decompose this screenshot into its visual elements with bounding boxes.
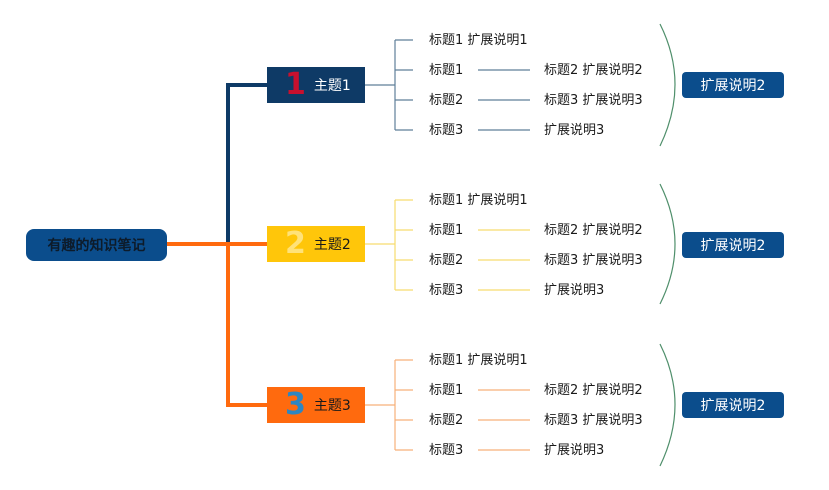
- leaf-t3-r2a[interactable]: 标题1: [429, 383, 464, 398]
- leaf-t3-r4a[interactable]: 标题3: [429, 443, 464, 458]
- branches-topic3: [364, 359, 530, 451]
- bracket-topic2: [659, 183, 676, 305]
- leaf-t3-r2b[interactable]: 标题2 扩展说明2: [544, 383, 643, 398]
- bracket-topic1: [659, 23, 676, 147]
- connector-root-topic3: [226, 244, 267, 407]
- topic-node-2[interactable]: 2 主题2: [267, 226, 365, 262]
- connector-root-topic1: [226, 83, 267, 244]
- leaf-t1-r2a[interactable]: 标题1: [429, 63, 464, 78]
- topic-number-2: 2: [285, 226, 306, 261]
- leaf-t1-r3b[interactable]: 标题3 扩展说明3: [544, 93, 643, 108]
- bracket-topic3: [659, 343, 676, 467]
- leaf-t3-r3a[interactable]: 标题2: [429, 413, 464, 428]
- leaf-t1-r4a[interactable]: 标题3: [429, 123, 464, 138]
- leaf-t2-r3b[interactable]: 标题3 扩展说明3: [544, 253, 643, 268]
- root-node[interactable]: 有趣的知识笔记: [26, 229, 167, 261]
- extension-node-1[interactable]: 扩展说明2: [682, 72, 784, 98]
- topic-label-3: 主题3: [313, 398, 351, 414]
- branches-topic1: [364, 39, 530, 131]
- leaf-t1-r4b[interactable]: 扩展说明3: [544, 123, 605, 138]
- leaf-t3-r1[interactable]: 标题1 扩展说明1: [429, 353, 528, 368]
- leaf-t2-r4b[interactable]: 扩展说明3: [544, 283, 605, 298]
- topic-node-3[interactable]: 3 主题3: [267, 387, 365, 423]
- leaf-t3-r4b[interactable]: 扩展说明3: [544, 443, 605, 458]
- leaf-t2-r2b[interactable]: 标题2 扩展说明2: [544, 223, 643, 238]
- topic-node-1[interactable]: 1 主题1: [267, 67, 365, 103]
- extension-node-3[interactable]: 扩展说明2: [682, 392, 784, 418]
- extension-label-3: 扩展说明2: [700, 398, 766, 414]
- leaf-t2-r1[interactable]: 标题1 扩展说明1: [429, 193, 528, 208]
- branches-topic2: [364, 199, 530, 291]
- leaf-t2-r4a[interactable]: 标题3: [429, 283, 464, 298]
- leaf-t1-r1[interactable]: 标题1 扩展说明1: [429, 33, 528, 48]
- topic-label-1: 主题1: [313, 78, 351, 94]
- topic-label-2: 主题2: [313, 237, 351, 253]
- extension-label-2: 扩展说明2: [700, 238, 766, 254]
- leaf-t3-r3b[interactable]: 标题3 扩展说明3: [544, 413, 643, 428]
- extension-label-1: 扩展说明2: [700, 78, 766, 94]
- leaf-t1-r3a[interactable]: 标题2: [429, 93, 464, 108]
- topic-number-1: 1: [285, 67, 306, 102]
- leaf-t1-r2b[interactable]: 标题2 扩展说明2: [544, 63, 643, 78]
- extension-node-2[interactable]: 扩展说明2: [682, 232, 784, 258]
- topic-number-3: 3: [285, 387, 306, 422]
- leaf-t2-r2a[interactable]: 标题1: [429, 223, 464, 238]
- leaf-t2-r3a[interactable]: 标题2: [429, 253, 464, 268]
- root-label: 有趣的知识笔记: [47, 238, 146, 254]
